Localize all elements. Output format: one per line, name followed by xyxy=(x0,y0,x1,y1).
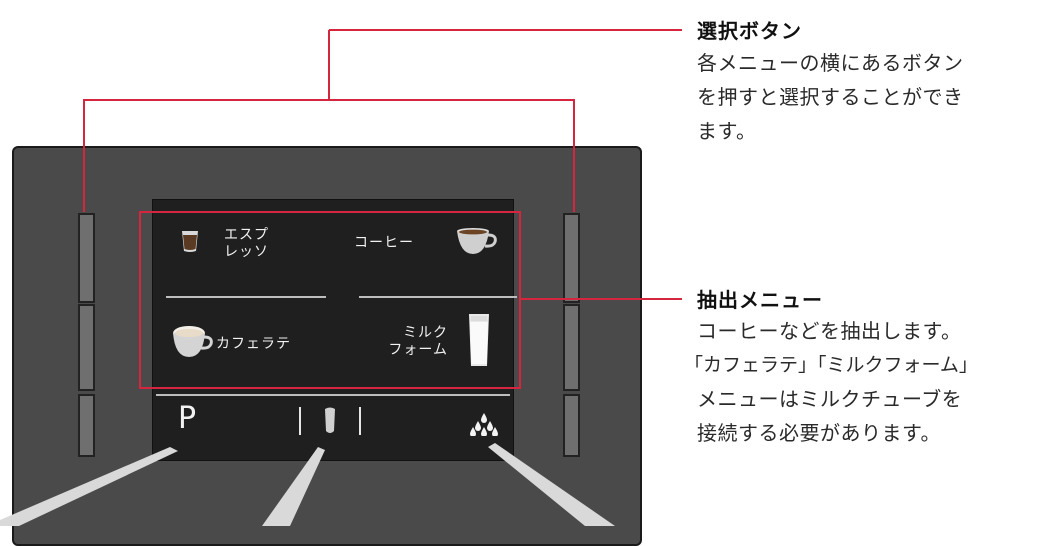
brew-menu-desc-line: コーヒーなどを抽出します。 xyxy=(697,319,962,343)
menu-item-coffee[interactable]: コーヒー xyxy=(354,235,414,251)
select-button-desc-line: 各メニューの横にあるボタン xyxy=(697,51,964,75)
select-button-title: 選択ボタン xyxy=(697,19,802,43)
select-button-desc-line: ます。 xyxy=(697,119,757,143)
brew-menu-desc-line: 「カフェラテ」「ミルクフォーム」 xyxy=(684,354,978,376)
milk-tube-indicator-icon xyxy=(299,405,361,441)
select-button-description: 各メニューの横にあるボタン を押すと選択することができ ます。 xyxy=(697,46,964,148)
control-panel: エスプ レッソ コーヒー xyxy=(12,146,642,546)
select-button-left-bottom[interactable] xyxy=(78,394,95,457)
display-screen: エスプ レッソ コーヒー xyxy=(152,199,517,461)
brew-menu-title: 抽出メニュー xyxy=(697,288,823,312)
rinse-drops-icon xyxy=(470,412,498,440)
select-button-right-middle[interactable] xyxy=(563,304,580,391)
select-button-left-middle[interactable] xyxy=(78,304,95,391)
coffee-cup-icon xyxy=(455,226,499,262)
menu-item-cafe-latte[interactable]: カフェラテ xyxy=(216,336,291,352)
milk-foam-glass-icon xyxy=(466,312,492,372)
brew-menu-area: エスプ レッソ コーヒー xyxy=(156,214,517,390)
select-button-desc-line: を押すと選択することができ xyxy=(697,85,964,109)
status-divider xyxy=(156,394,510,396)
menu-divider-right xyxy=(359,296,517,298)
espresso-icon xyxy=(179,228,201,258)
brew-menu-desc-line: 接続する必要があります。 xyxy=(697,421,941,445)
select-button-right-bottom[interactable] xyxy=(563,394,580,457)
select-button-left-top[interactable] xyxy=(78,213,95,303)
brew-menu-description: コーヒーなどを抽出します。 「カフェラテ」「ミルクフォーム」 メニューはミルクチ… xyxy=(684,314,978,450)
menu-item-milk-foam[interactable]: ミルク フォーム xyxy=(388,325,448,358)
menu-divider-left xyxy=(166,296,326,298)
program-label[interactable]: P xyxy=(178,401,197,436)
menu-item-espresso[interactable]: エスプ レッソ xyxy=(224,227,269,260)
cafe-latte-icon xyxy=(171,325,215,365)
brew-menu-desc-line: メニューはミルクチューブを xyxy=(697,387,963,411)
select-button-right-top[interactable] xyxy=(563,213,580,303)
